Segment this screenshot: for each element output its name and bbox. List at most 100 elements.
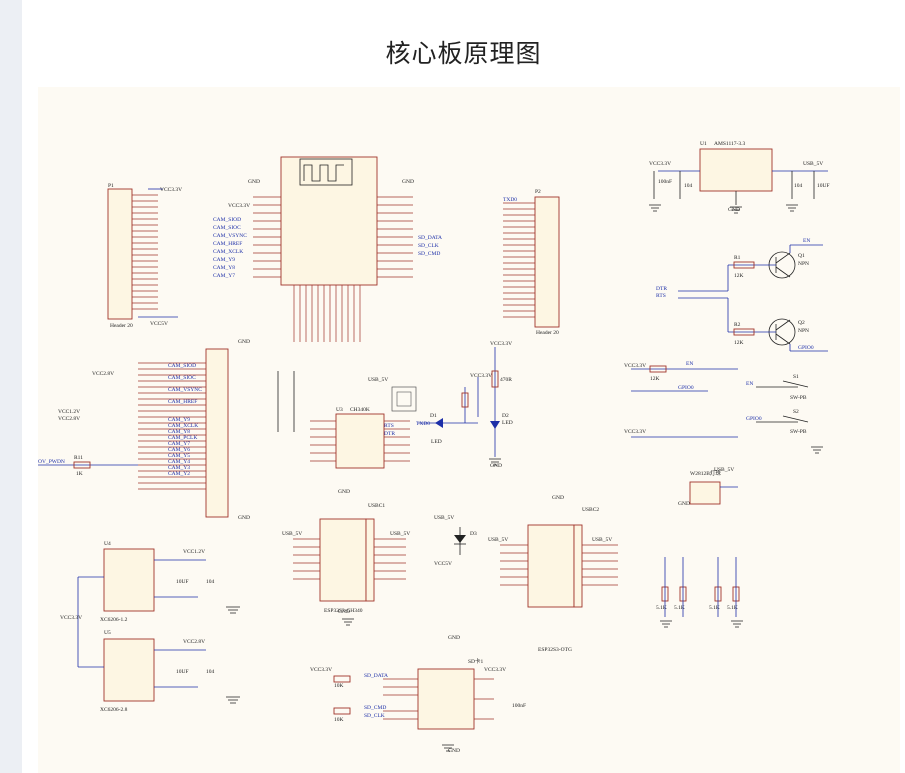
d1-type: LED: [431, 439, 442, 445]
q1-ref: Q1: [798, 253, 805, 259]
esp-cam-y7: CAM_Y7: [213, 273, 235, 279]
ws-usb5: USB_5V: [714, 467, 734, 473]
q1-en: EN: [803, 238, 810, 244]
q2-gpio0: GPIO0: [798, 345, 814, 351]
cam-ov-pwdn: OV_PWDN: [38, 459, 65, 465]
sd-vcc33: VCC3.3V: [310, 667, 332, 673]
sd-cmd-net: SD_CMD: [364, 705, 386, 711]
r11-ref: R11: [74, 455, 83, 461]
sd-vcc33r: VCC3.3V: [484, 667, 506, 673]
p2-txd0: TXD0: [503, 197, 517, 203]
usbc1-name: ESP32S3-CH340: [324, 608, 363, 614]
esp-cam-siod: CAM_SIOD: [213, 217, 241, 223]
cam-y4: CAM_Y4: [168, 459, 190, 465]
d1-vcc33: VCC3.3V: [470, 373, 492, 379]
cam-vcc28: VCC2.8V: [92, 371, 114, 377]
en-net: EN: [686, 361, 693, 367]
r1-ref: R1: [734, 255, 741, 261]
u1-usb5: USB_5V: [803, 161, 823, 167]
dtr-label: DTR: [656, 286, 667, 292]
r1-val: 12K: [734, 273, 744, 279]
d2-ref: D2: [502, 413, 509, 419]
usbc2-usb5: USB_5V: [488, 537, 508, 543]
u3-ref: U3: [336, 407, 343, 413]
led-indicators: D1 LED TXD0 VCC3.3V D2 LED VCC3.3V 470R …: [416, 341, 513, 469]
usbc1-usb5: USB_5V: [282, 531, 302, 537]
p1-vcc5: VCC5V: [150, 321, 168, 327]
page-title: 核心板原理图: [385, 39, 542, 68]
header-p1: P1 Header 20 VCC3.3V VCC5V: [107, 183, 182, 329]
sd-gnd-top: GND: [448, 635, 460, 641]
esp-sd-clk: SD_CLK: [418, 243, 439, 249]
c4-val: 104: [794, 183, 803, 189]
s1-type: SW-PB: [790, 395, 807, 401]
u1-vcc33: VCC3.3V: [649, 161, 671, 167]
gpio0-net: GPIO0: [678, 385, 694, 391]
esp-cam-sioc: CAM_SIOC: [213, 225, 241, 231]
u4-name: XC6206-1.2: [100, 617, 128, 623]
cam-vsync: CAM_VSYNC: [168, 387, 202, 393]
sd-clk-net: SD_CLK: [364, 713, 385, 719]
esp-cam-y8: CAM_Y8: [213, 265, 235, 271]
u5-regulator: U5 XC6206-2.8 VCC2.8V 10UF 104 VCC3.3V: [60, 577, 215, 713]
esp-sd-cmd: SD_CMD: [418, 251, 440, 257]
esp-gnd-right: GND: [402, 179, 414, 185]
u5-name: XC6206-2.8: [100, 707, 128, 713]
esp-vcc33: VCC3.3V: [228, 203, 250, 209]
cam-siod: CAM_SIOD: [168, 363, 196, 369]
cam-y9: CAM_Y9: [168, 417, 190, 423]
usbc2-ref: USBC2: [582, 507, 599, 513]
buttons: VCC3.3V 12K EN GPIO0 S1 SW-PB EN S2 SW-P…: [624, 361, 809, 438]
u4-regulator: U4 XC6206-1.2 VCC1.2V 10UF 104: [78, 541, 215, 623]
usbc1-connector: USBC1 ESP32S3-CH340 USB_5V USB_5V GND GN…: [282, 489, 410, 615]
cam-xclk: CAM_XCLK: [168, 423, 198, 429]
ws-name: W2812B灯珠: [690, 469, 721, 477]
u3-rts: RTS: [384, 423, 394, 429]
d1-txd0: TXD0: [416, 421, 430, 427]
d2-type: LED: [502, 420, 513, 426]
esp-gnd: GND: [248, 179, 260, 185]
u1-regulator: U1 AMS1117-3.3 VCC3.3V USB_5V GND 100nF …: [649, 141, 830, 213]
esp32-module: CAM_SIOD CAM_SIOC CAM_VSYNC CAM_HREF CAM…: [213, 156, 442, 342]
r15-val: 5.1K: [727, 605, 738, 611]
sd-gnd-bot: GND: [448, 748, 460, 754]
s2-gpio0: GPIO0: [746, 416, 762, 422]
cam-pclk: CAM_PCLK: [168, 435, 197, 441]
usbc1-ref: USBC1: [368, 503, 385, 509]
d3-usb5: USB_5V: [434, 515, 454, 521]
schematic-sheet: P1 Header 20 VCC3.3V VCC5V: [38, 87, 900, 773]
auto-reset-circuit: Q1 NPN Q2 NPN EN GPIO0 R1 12K R2 12K DTR…: [656, 238, 828, 352]
p2-name: Header 20: [536, 330, 559, 336]
u4-ref: U4: [104, 541, 111, 547]
cam-y5: CAM_Y5: [168, 453, 190, 459]
p1-name: Header 20: [110, 323, 133, 329]
sd-ref: SD卡1: [468, 657, 484, 665]
cam-vcc12: VCC1.2V: [58, 409, 80, 415]
r16-val: 10K: [334, 683, 344, 689]
gpio3-vcc: VCC3.3V: [624, 429, 646, 435]
c5-val: 10UF: [817, 183, 830, 189]
usbc2-gnd: GND: [552, 495, 564, 501]
u1-name: AMS1117-3.3: [714, 141, 745, 147]
u4u5-vcc33: VCC3.3V: [60, 615, 82, 621]
ground-symbols: [226, 204, 823, 752]
u5-ref: U5: [104, 630, 111, 636]
u3-name: CH340K: [350, 407, 370, 413]
r2-val: 12K: [734, 340, 744, 346]
d3-vcc5: VCC5V: [434, 561, 452, 567]
cam-gnd-top: GND: [238, 339, 250, 345]
esp-sd-data: SD_DATA: [418, 235, 442, 241]
rts-label: RTS: [656, 293, 666, 299]
camera-connector: CAM_SIOD CAM_SIOC CAM_VSYNC CAM_HREF CAM…: [38, 339, 250, 521]
q2-ref: Q2: [798, 320, 805, 326]
u5-c104: 104: [206, 669, 215, 675]
schematic-diagram: P1 Header 20 VCC3.3V VCC5V: [38, 141, 830, 754]
r13-val: 5.1K: [674, 605, 685, 611]
ws2812b: W2812B灯珠 USB_5V GND: [678, 467, 738, 507]
s2-ref: S2: [793, 409, 799, 415]
u3-ch340: U3 CH340K RTS DTR USB_5V: [277, 371, 417, 469]
q2-type: NPN: [798, 328, 809, 334]
cam-gnd-bot: GND: [238, 515, 250, 521]
d2-gnd: GND: [490, 463, 502, 469]
esp-cam-href: CAM_HREF: [213, 241, 242, 247]
